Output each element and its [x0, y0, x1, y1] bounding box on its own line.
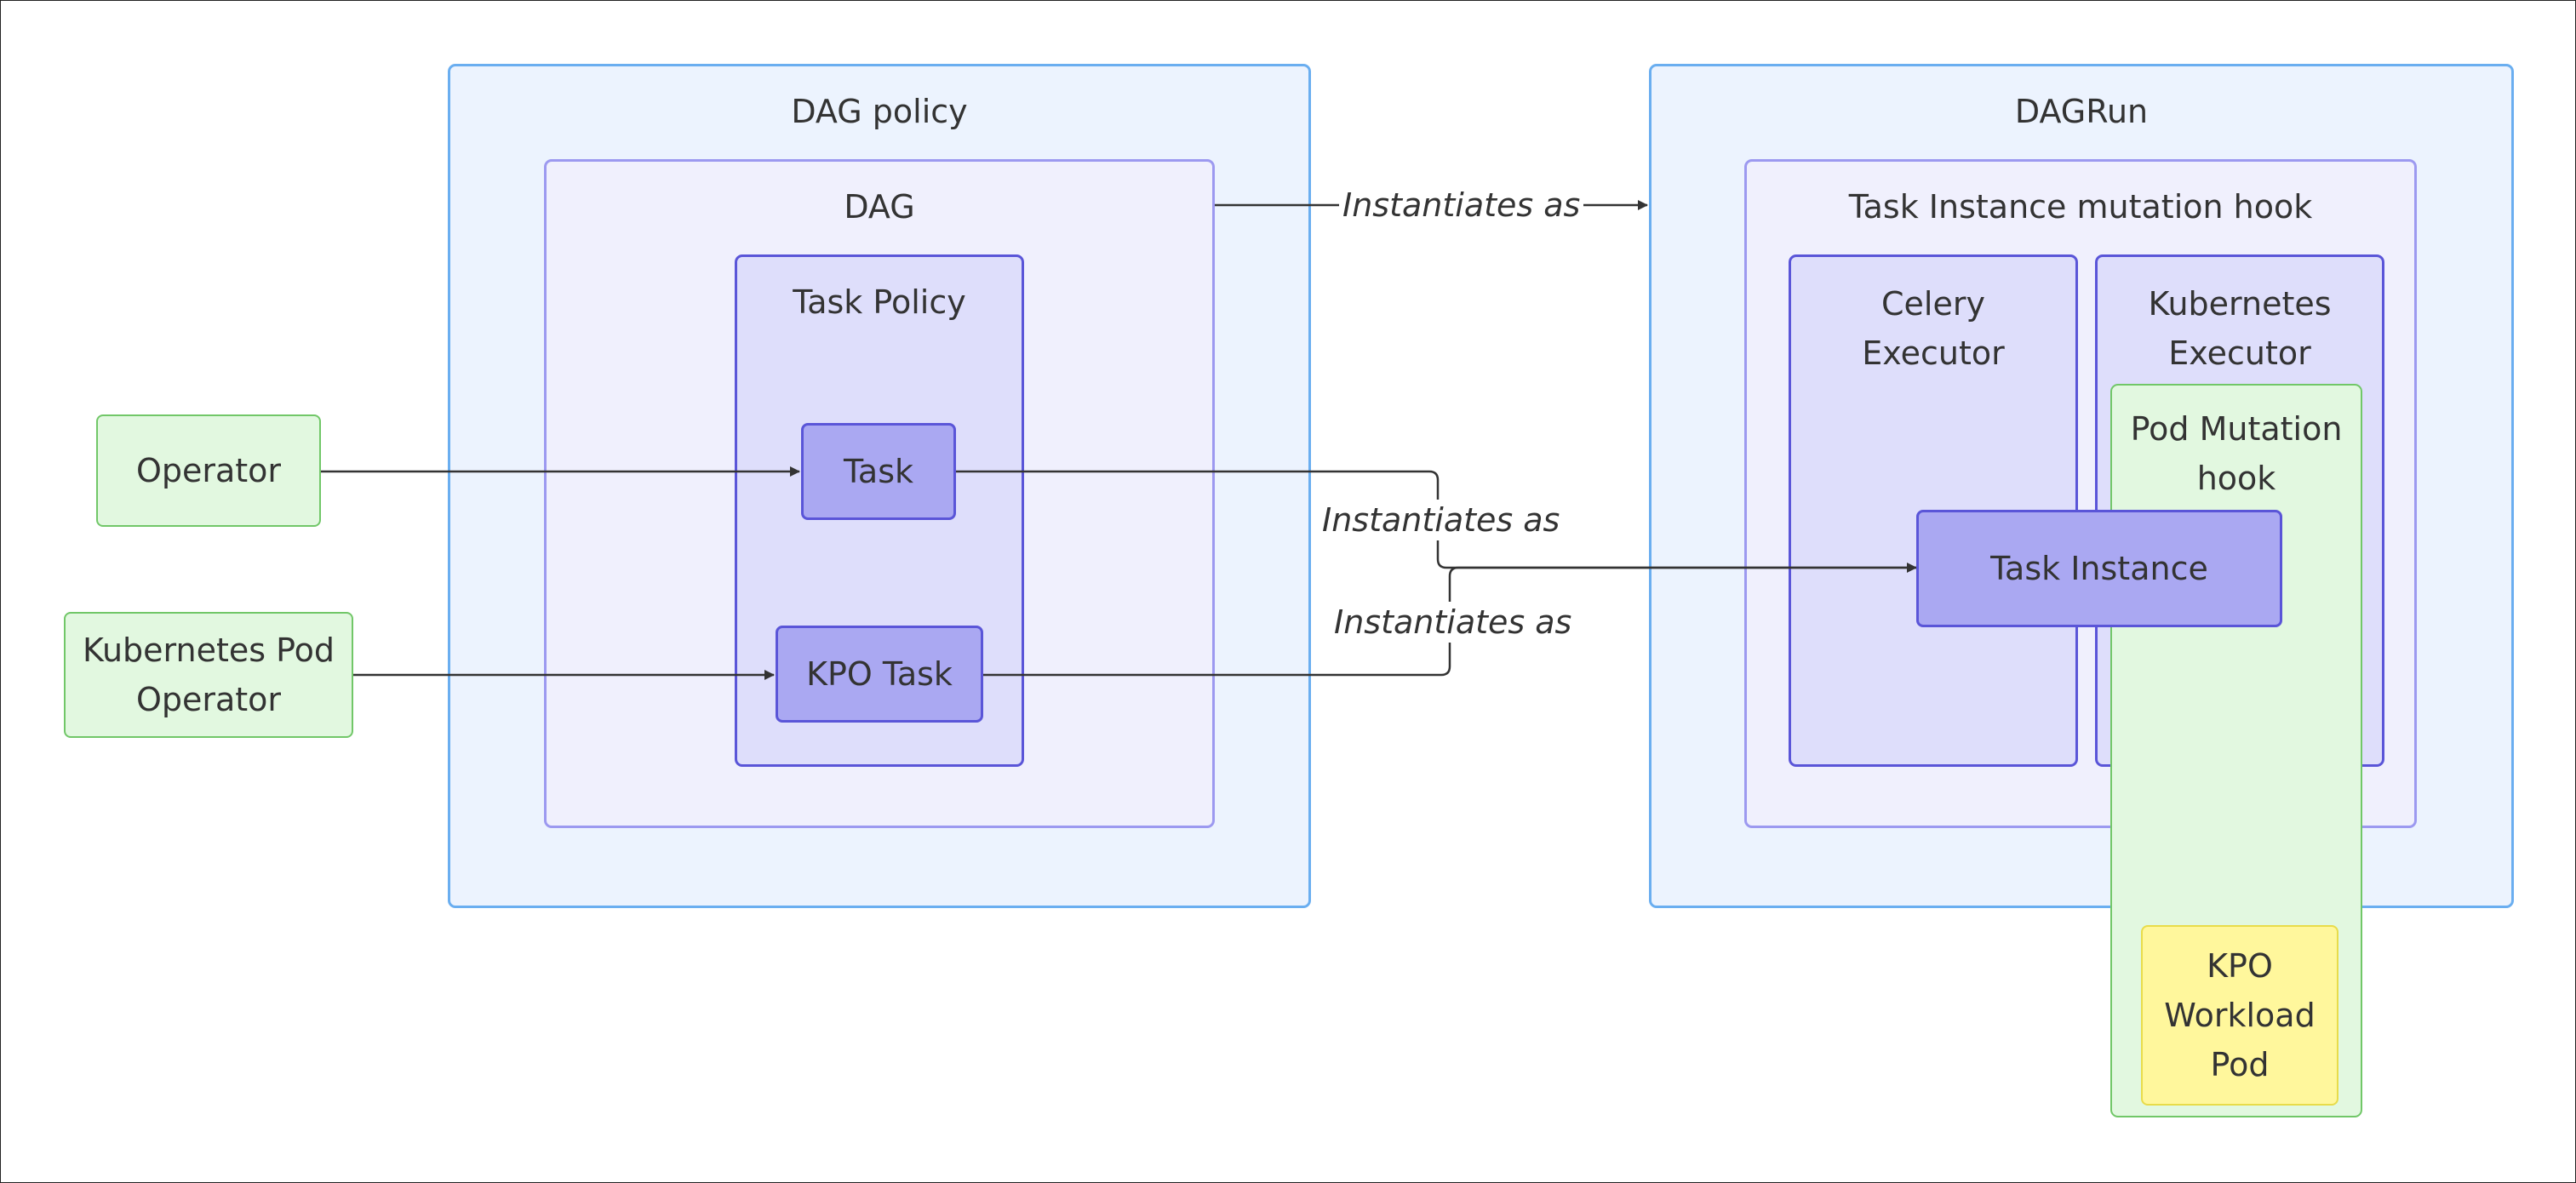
- kubernetes-executor-title: Kubernetes Executor: [2148, 285, 2332, 372]
- operator-node[interactable]: Operator: [96, 414, 321, 527]
- edge-label-kpo-task-to-ti: Instantiates as: [1331, 602, 1576, 643]
- kubernetes-pod-operator-node[interactable]: Kubernetes Pod Operator: [64, 612, 353, 738]
- dagrun-title: DAGRun: [2014, 93, 2149, 130]
- kpo-workload-pod-node[interactable]: KPO Workload Pod: [2141, 925, 2338, 1106]
- task-instance-node[interactable]: Task Instance: [1916, 510, 2282, 627]
- edge-label-task-to-ti: Instantiates as: [1319, 500, 1564, 540]
- ti-mutation-hook-title: Task Instance mutation hook: [1848, 188, 2313, 226]
- celery-executor-title: Celery Executor: [1862, 285, 2005, 372]
- pod-mutation-hook-title: Pod Mutation hook: [2130, 410, 2343, 497]
- kpo-task-node[interactable]: KPO Task: [776, 626, 983, 723]
- dag-title: DAG: [844, 188, 915, 226]
- edge-label-dag-to-dagrun: Instantiates as: [1339, 185, 1584, 226]
- dag-policy-title: DAG policy: [791, 93, 968, 130]
- task-node[interactable]: Task: [801, 423, 956, 520]
- task-policy-title: Task Policy: [793, 283, 966, 321]
